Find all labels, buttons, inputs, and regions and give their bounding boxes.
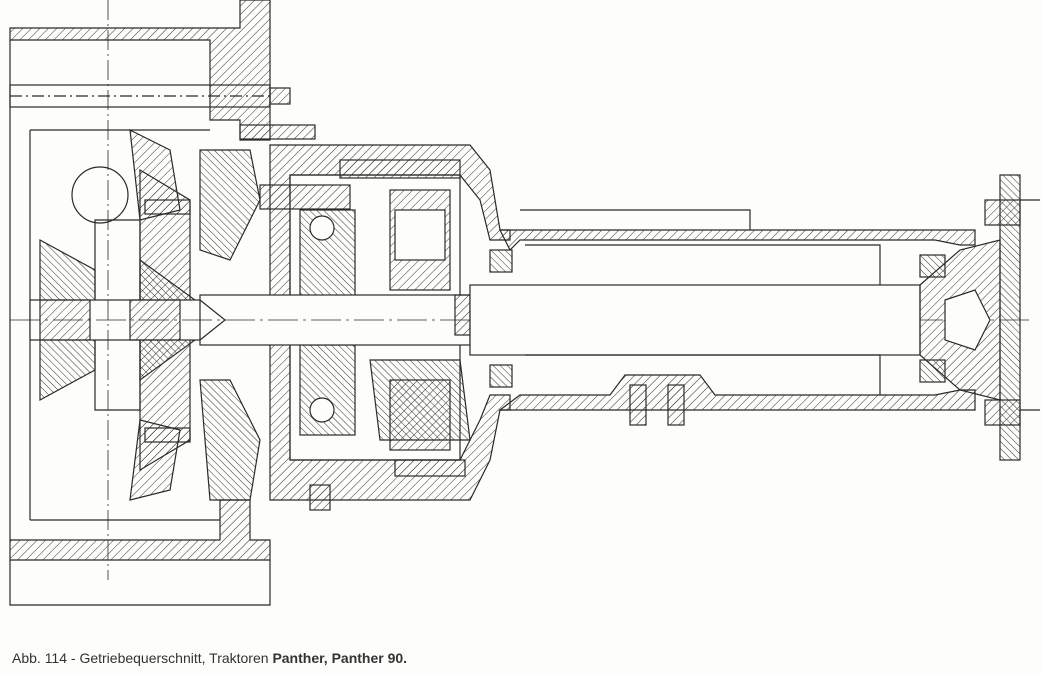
figure-caption: Abb. 114 - Getriebequerschnitt, Traktore…: [12, 650, 407, 666]
main-shaft: [10, 294, 1030, 346]
wheel-hub-flange: [919, 174, 1040, 461]
caption-bold-text: Panther, Panther 90.: [272, 650, 408, 666]
gearbox-cross-section-drawing: [9, 0, 1040, 606]
axle-tube: [469, 209, 976, 426]
left-housing: [9, 0, 271, 606]
gear-housing: [259, 144, 511, 511]
differential: [29, 0, 211, 580]
caption-text: Abb. 114 - Getriebequerschnitt, Traktore…: [12, 650, 273, 666]
tie-rod: [9, 84, 316, 140]
